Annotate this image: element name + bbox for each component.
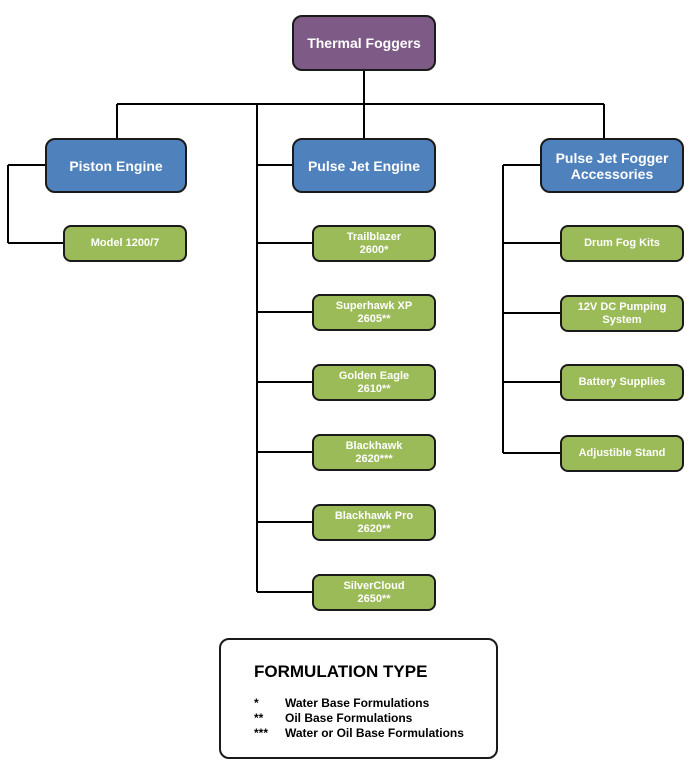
node-golden-eagle: Golden Eagle 2610** [312,364,436,401]
node-label: Superhawk XP 2605** [335,299,413,325]
node-label: SilverCloud 2650** [343,579,405,605]
legend-title: FORMULATION TYPE [254,662,428,681]
node-label: Blackhawk Pro 2620** [334,509,414,535]
node-label: 12V DC Pumping System [577,300,667,326]
node-silvercloud: SilverCloud 2650** [312,574,436,611]
formulation-legend: FORMULATION TYPE * Water Base Formulation… [219,638,498,759]
legend-symbol: *** [254,726,269,740]
legend-symbol: ** [254,711,264,725]
node-label: Pulse Jet Fogger Accessories [555,149,669,182]
legend-text: Oil Base Formulations [285,711,413,725]
node-pulse-jet-fogger-accessories: Pulse Jet Fogger Accessories [540,138,684,193]
node-pulse-jet-engine: Pulse Jet Engine [292,138,436,193]
node-label: Thermal Foggers [307,35,421,51]
legend-text: Water or Oil Base Formulations [285,726,464,740]
node-blackhawk: Blackhawk 2620*** [312,434,436,471]
node-adjustible-stand: Adjustible Stand [560,435,684,472]
node-label: Piston Engine [69,157,163,174]
node-label: Battery Supplies [578,376,666,388]
node-blackhawk-pro: Blackhawk Pro 2620** [312,504,436,541]
legend-row: *** Water or Oil Base Formulations [254,726,464,740]
node-label: Model 1200/7 [90,237,160,249]
node-12v-dc-pumping-system: 12V DC Pumping System [560,295,684,332]
node-trailblazer: Trailblazer 2600* [312,225,436,262]
node-label: Drum Fog Kits [584,237,660,249]
node-drum-fog-kits: Drum Fog Kits [560,225,684,262]
node-label: Golden Eagle 2610** [338,369,410,395]
node-superhawk-xp: Superhawk XP 2605** [312,294,436,331]
legend-symbol: * [254,696,259,710]
node-label: Trailblazer 2600* [346,230,402,256]
node-label: Pulse Jet Engine [307,157,421,174]
node-label: Blackhawk 2620*** [345,439,403,465]
legend-row: ** Oil Base Formulations [254,711,412,725]
node-label: Adjustible Stand [578,447,666,459]
legend-row: * Water Base Formulations [254,696,429,710]
node-piston-engine: Piston Engine [45,138,187,193]
legend-text: Water Base Formulations [285,696,430,710]
node-battery-supplies: Battery Supplies [560,364,684,401]
node-thermal-foggers: Thermal Foggers [292,15,436,71]
node-model-1200-7: Model 1200/7 [63,225,187,262]
